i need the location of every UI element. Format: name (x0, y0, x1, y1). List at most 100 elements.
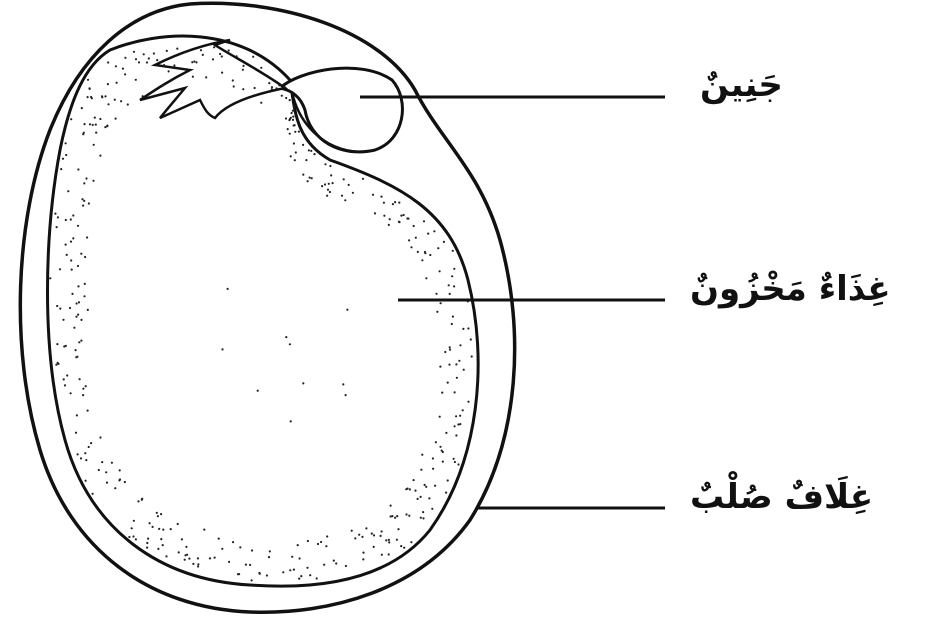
stipple-dot (362, 552, 364, 554)
stipple-dot (133, 51, 135, 53)
stipple-dot (293, 105, 295, 107)
stipple-dot (65, 244, 67, 246)
stipple-dot (77, 453, 79, 455)
stipple-dot (290, 420, 292, 422)
stipple-dot (453, 285, 455, 287)
stipple-dot (351, 530, 353, 532)
stipple-dot (160, 513, 162, 515)
stipple-dot (428, 497, 430, 499)
stipple-dot (236, 55, 238, 57)
stipple-dot (135, 58, 137, 60)
stipple-dot (283, 86, 285, 88)
stipple-dot (362, 558, 364, 560)
stipple-dot (84, 256, 86, 258)
stipple-dot (410, 246, 412, 248)
stipple-dot (80, 319, 82, 321)
stipple-dot (152, 526, 154, 528)
stipple-dot (260, 67, 262, 69)
stipple-dot (445, 492, 447, 494)
stipple-dot (330, 174, 332, 176)
stipple-dot (398, 202, 400, 204)
stipple-dot (332, 182, 334, 184)
stipple-dot (115, 118, 117, 120)
stipple-dot (424, 252, 426, 254)
stipple-dot (259, 573, 261, 575)
stipple-dot (191, 61, 193, 63)
stipple-dot (257, 390, 259, 392)
stipple-dot (146, 547, 148, 549)
stipple-dot (297, 544, 299, 546)
stipple-dot (65, 154, 67, 156)
stipple-dot (308, 149, 310, 151)
stipple-dot (83, 295, 85, 297)
stipple-dot (162, 85, 164, 87)
stipple-dot (115, 65, 117, 67)
stipple-dot (343, 178, 345, 180)
stipple-dot (178, 551, 180, 553)
stipple-dot (400, 545, 402, 547)
stipple-dot (66, 374, 68, 376)
stipple-dot (156, 512, 158, 514)
stipple-dot (120, 100, 122, 102)
stipple-dot (326, 195, 328, 197)
stipple-dot (184, 559, 186, 561)
stipple-dot (75, 316, 77, 318)
stipple-dot (63, 345, 65, 347)
stipple-dot (81, 198, 83, 200)
stipple-dot (443, 241, 445, 243)
stipple-dot (107, 103, 109, 105)
stipple-dot (188, 558, 190, 560)
stipple-dot (292, 110, 294, 112)
stipple-dot (85, 385, 87, 387)
stipple-dot (77, 225, 79, 227)
stipple-dot (374, 212, 376, 214)
stipple-dot (317, 543, 319, 545)
stipple-dot (192, 76, 194, 78)
stipple-dot (72, 214, 74, 216)
stipple-dot (104, 126, 106, 128)
stipple-dot (213, 46, 215, 48)
stipple-dot (75, 349, 77, 351)
stipple-dot (60, 168, 62, 170)
stipple-dot (92, 493, 94, 495)
stipple-dot (132, 535, 134, 537)
stipple-dot (292, 116, 294, 118)
stipple-dot (448, 284, 450, 286)
stipple-dot (202, 54, 204, 56)
stipple-dot (462, 328, 464, 330)
stipple-dot (219, 53, 221, 55)
stipple-dot (158, 528, 160, 530)
stipple-dot (311, 177, 313, 179)
stipple-dot (396, 539, 398, 541)
stipple-dot (83, 200, 85, 202)
stipple-dot (437, 247, 439, 249)
stipple-dot (268, 82, 270, 84)
stipple-dot (221, 348, 223, 350)
stipple-dot (227, 288, 229, 290)
stipple-dot (423, 220, 425, 222)
stipple-dot (424, 484, 426, 486)
stipple-dot (197, 557, 199, 559)
stipple-dot (345, 394, 347, 396)
stipple-dot (467, 327, 469, 329)
stipple-dot (84, 452, 86, 454)
stipple-dot (83, 123, 85, 125)
stipple-dot (425, 486, 427, 488)
stipple-dot (439, 416, 441, 418)
stipple-dot (281, 95, 283, 97)
stipple-dot (345, 565, 347, 567)
stipple-dot (436, 311, 438, 313)
stipple-dot (449, 293, 451, 295)
stipple-dot (413, 479, 415, 481)
stipple-dot (459, 415, 461, 417)
stipple-dot (459, 344, 461, 346)
stipple-dot (388, 224, 390, 226)
stipple-dot (373, 534, 375, 536)
stipple-dot (400, 215, 402, 217)
stipple-dot (177, 523, 179, 525)
stipple-dot (408, 515, 410, 517)
stipple-dot (70, 392, 72, 394)
stipple-dot (405, 513, 407, 515)
stipple-dot (193, 60, 195, 62)
stipple-dot (453, 458, 455, 460)
